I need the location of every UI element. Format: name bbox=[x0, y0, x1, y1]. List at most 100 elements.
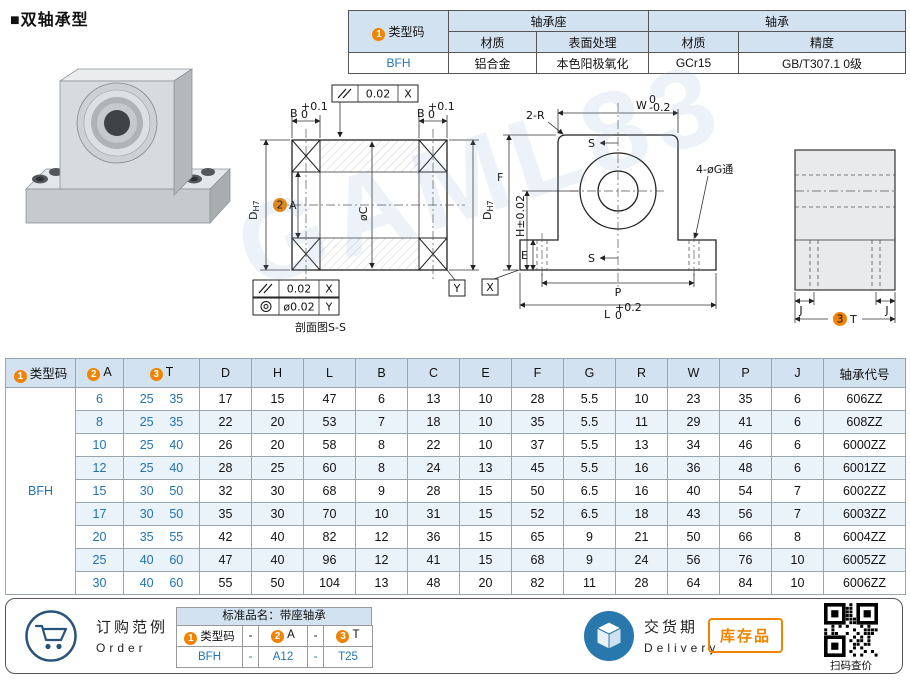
table-cell: 53 bbox=[303, 410, 356, 434]
order-example-label: 订购范例 Order bbox=[96, 616, 168, 655]
datum-x-box bbox=[481, 278, 499, 296]
table-cell: 34 bbox=[667, 433, 720, 457]
table-cell: 16 bbox=[615, 479, 668, 503]
table-cell: 37 bbox=[511, 433, 564, 457]
badge-1: 1 bbox=[13, 370, 27, 383]
title-bullet: ■ bbox=[10, 12, 21, 29]
table-cell: 5.5 bbox=[563, 387, 616, 411]
svg-text:X: X bbox=[486, 281, 494, 294]
a-cell: 25 bbox=[75, 548, 124, 572]
table-cell: 55 bbox=[199, 571, 252, 595]
table-cell: 20 bbox=[251, 433, 304, 457]
badge-3: 3 bbox=[149, 368, 163, 381]
svg-text:0: 0 bbox=[615, 309, 622, 322]
bearing-code-cell: 6006ZZ bbox=[823, 571, 906, 595]
table-cell: 47 bbox=[199, 548, 252, 572]
order-value-t: T25 bbox=[323, 646, 373, 668]
table-cell: 56 bbox=[719, 502, 772, 526]
table-cell: 66 bbox=[719, 525, 772, 549]
a-cell: 15 bbox=[75, 479, 124, 503]
dim-label-b-left: B bbox=[290, 107, 298, 120]
column-header: F bbox=[511, 358, 564, 388]
datum-y-box bbox=[448, 279, 466, 297]
table-cell: 6.5 bbox=[563, 479, 616, 503]
table-cell: 45 bbox=[511, 456, 564, 480]
table-cell: 21 bbox=[615, 525, 668, 549]
order-title-cn: 订购范例 bbox=[96, 619, 169, 636]
technical-drawings: 0.02 X B +0.1 0 B +0.1 0 bbox=[25, 68, 896, 334]
bearing-code-cell: 6005ZZ bbox=[823, 548, 906, 572]
svg-text:-0.2: -0.2 bbox=[649, 101, 670, 114]
order-separator: - bbox=[242, 625, 259, 647]
svg-text:+0.2: +0.2 bbox=[615, 301, 642, 314]
table-cell: 13 bbox=[355, 571, 408, 595]
table-cell: 26 bbox=[199, 433, 252, 457]
dim-label-p: P bbox=[615, 286, 622, 299]
column-header: 轴承代号 bbox=[823, 358, 906, 388]
table-cell: 35 bbox=[719, 387, 772, 411]
table-cell: 43 bbox=[667, 502, 720, 526]
dim-label-2r: 2-R bbox=[526, 109, 545, 122]
table-cell: 18 bbox=[407, 410, 460, 434]
spec-value-surface: 本色阳极氧化 bbox=[536, 52, 649, 74]
table-cell: 30 bbox=[251, 479, 304, 503]
table-cell: 50 bbox=[251, 571, 304, 595]
section-mark-s-bottom: S bbox=[588, 252, 595, 265]
section-caption: 剖面图S-S bbox=[295, 320, 346, 334]
table-cell: 18 bbox=[615, 502, 668, 526]
qr-code bbox=[824, 603, 878, 657]
table-cell: 9 bbox=[563, 548, 616, 572]
table-cell: 28 bbox=[511, 387, 564, 411]
svg-text:ø0.02: ø0.02 bbox=[283, 301, 314, 314]
table-cell: 5.5 bbox=[563, 410, 616, 434]
dim-label-j-right: J bbox=[884, 304, 888, 317]
svg-text:Y: Y bbox=[325, 301, 333, 314]
spec-value-type-code: BFH bbox=[348, 52, 449, 74]
table-cell: 36 bbox=[667, 456, 720, 480]
section-mark-s-top: S bbox=[588, 137, 595, 150]
dim-label-w: W bbox=[636, 99, 647, 112]
dim-label-c: øC bbox=[357, 206, 370, 221]
table-cell: 47 bbox=[303, 387, 356, 411]
bearing-code-cell: 6003ZZ bbox=[823, 502, 906, 526]
table-cell: 40 bbox=[251, 548, 304, 572]
table-cell: 15 bbox=[459, 479, 512, 503]
table-cell: 7 bbox=[771, 502, 824, 526]
delivery-label: 交货期 Delivery bbox=[644, 616, 719, 655]
table-cell: 24 bbox=[615, 548, 668, 572]
svg-text:0.02: 0.02 bbox=[287, 283, 312, 296]
spec-header-material-2: 材质 bbox=[648, 31, 739, 53]
product-photo bbox=[25, 68, 231, 225]
type-code-cell: BFH bbox=[5, 387, 76, 595]
table-cell: 15 bbox=[251, 387, 304, 411]
svg-text:0: 0 bbox=[301, 108, 308, 121]
column-header: R bbox=[615, 358, 668, 388]
svg-text:+0.1: +0.1 bbox=[301, 100, 328, 113]
bearing-code-cell: 6002ZZ bbox=[823, 479, 906, 503]
spec-value-bearing-material: GCr15 bbox=[648, 52, 739, 74]
dim-label-a: A bbox=[289, 199, 297, 212]
cart-icon bbox=[25, 610, 77, 662]
table-cell: 11 bbox=[615, 410, 668, 434]
table-cell: 82 bbox=[303, 525, 356, 549]
column-header: J bbox=[771, 358, 824, 388]
table-cell: 6.5 bbox=[563, 502, 616, 526]
svg-text:0: 0 bbox=[649, 93, 656, 106]
dim-label-l: L bbox=[604, 308, 611, 321]
table-cell: 36 bbox=[407, 525, 460, 549]
table-cell: 6 bbox=[355, 387, 408, 411]
side-view: J J 3 T bbox=[794, 149, 896, 327]
column-header: B bbox=[355, 358, 408, 388]
order-separator: - bbox=[307, 625, 324, 647]
table-cell: 84 bbox=[719, 571, 772, 595]
